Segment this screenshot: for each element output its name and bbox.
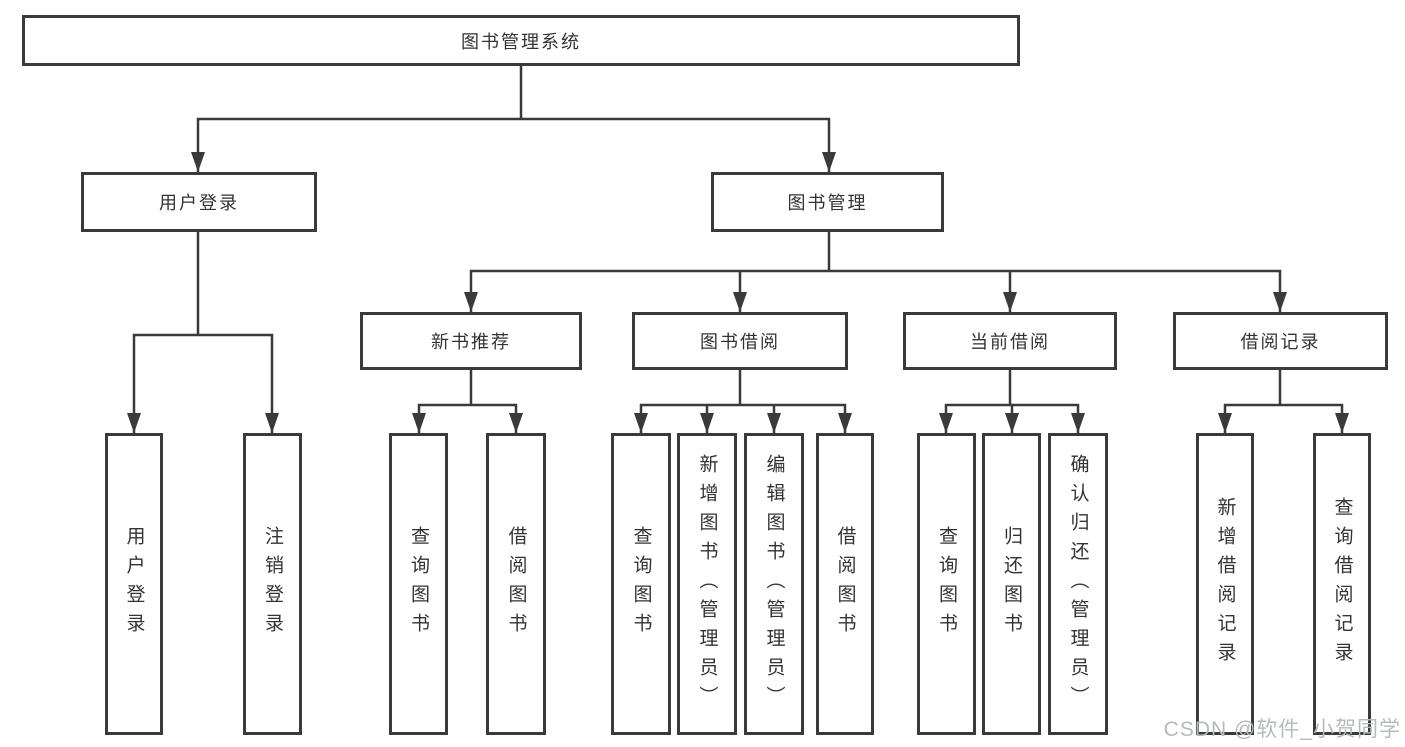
leaf-query-borrow-record: 查询借阅记录	[1313, 433, 1371, 735]
leaf-query-books-borrow-label: 查询图书	[630, 526, 652, 642]
leaf-return-books-label: 归还图书	[1001, 526, 1022, 642]
leaf-user-login-label: 用户登录	[123, 526, 145, 642]
leaf-query-books-recommend-label: 查询图书	[408, 526, 429, 642]
node-borrow-records: 借阅记录	[1173, 312, 1388, 370]
leaf-add-books-admin: 新增图书（管理员）	[677, 433, 737, 735]
csdn-watermark: CSDN @软件_小贺同学	[1163, 718, 1401, 741]
leaf-borrow-books-label: 借阅图书	[834, 526, 856, 642]
leaf-borrow-books: 借阅图书	[816, 433, 874, 735]
leaf-borrow-books-recommend-label: 借阅图书	[505, 526, 527, 642]
node-user-login: 用户登录	[81, 172, 317, 232]
leaf-add-borrow-record: 新增借阅记录	[1196, 433, 1254, 735]
leaf-user-login: 用户登录	[105, 433, 163, 735]
node-current-borrow: 当前借阅	[903, 312, 1117, 370]
leaf-edit-books-admin-label: 编辑图书（管理员）	[763, 453, 785, 715]
leaf-add-borrow-record-label: 新增借阅记录	[1214, 497, 1236, 671]
leaf-query-books-borrow: 查询图书	[611, 433, 671, 735]
leaf-query-books-current-label: 查询图书	[936, 526, 957, 642]
leaf-borrow-books-recommend: 借阅图书	[486, 433, 546, 735]
node-book-management: 图书管理	[711, 172, 944, 232]
leaf-logout: 注销登录	[243, 433, 302, 735]
leaf-query-books-current: 查询图书	[917, 433, 976, 735]
leaf-return-books: 归还图书	[982, 433, 1041, 735]
arrowheads	[127, 152, 1349, 433]
leaf-edit-books-admin: 编辑图书（管理员）	[744, 433, 804, 735]
node-root: 图书管理系统	[22, 15, 1020, 66]
leaf-confirm-return-admin-label: 确认归还（管理员）	[1067, 453, 1089, 715]
leaf-confirm-return-admin: 确认归还（管理员）	[1048, 433, 1108, 735]
leaf-add-books-admin-label: 新增图书（管理员）	[696, 453, 718, 715]
node-book-borrow: 图书借阅	[632, 312, 848, 370]
node-new-book-recommend: 新书推荐	[360, 312, 582, 370]
leaf-query-books-recommend: 查询图书	[389, 433, 448, 735]
leaf-logout-label: 注销登录	[262, 526, 283, 642]
leaf-query-borrow-record-label: 查询借阅记录	[1331, 497, 1353, 671]
